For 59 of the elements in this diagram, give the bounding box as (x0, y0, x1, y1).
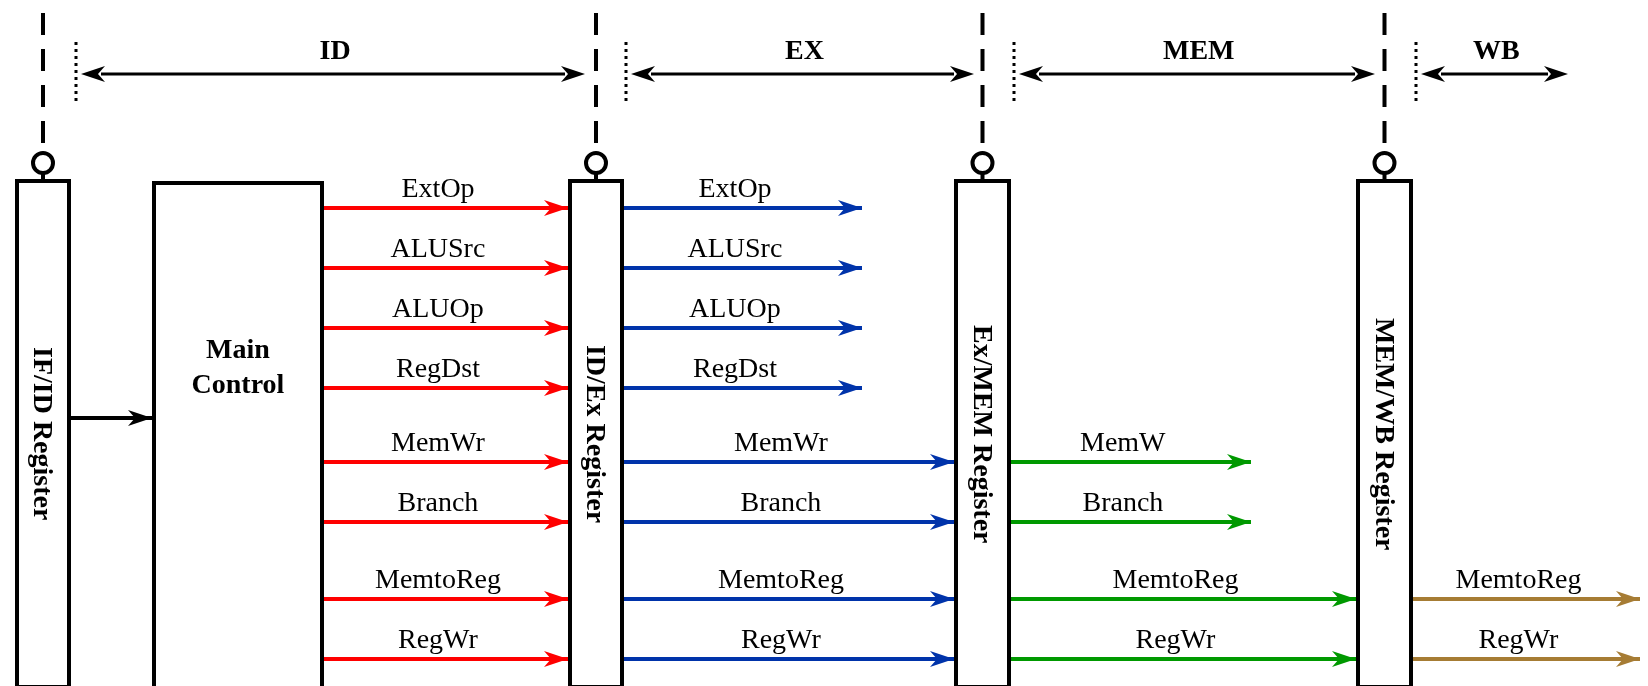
signal-label: MemWr (391, 428, 485, 456)
signal-label: ALUOp (392, 294, 484, 322)
signal-label: Branch (397, 488, 479, 516)
signal-arrow (324, 320, 568, 336)
signal-label: MemtoReg (1112, 565, 1239, 593)
control-unit-label: Main Control (190, 332, 286, 401)
register-box (1356, 179, 1413, 686)
signal-arrow (1413, 651, 1640, 667)
register-box (15, 179, 71, 686)
register-label: Ex/MEM Register (966, 324, 999, 544)
signal-label: RegDst (693, 354, 777, 382)
signal-arrow (1011, 454, 1251, 470)
signal-arrow (324, 260, 568, 276)
signal-arrow (1011, 514, 1251, 530)
signal-label: Branch (740, 488, 822, 516)
register-box (568, 179, 624, 686)
register-label: ID/Ex Register (580, 344, 612, 524)
signal-arrow (1413, 591, 1640, 607)
signal-label: ALUSrc (687, 234, 783, 262)
stage-label: WB (1473, 36, 1520, 64)
signal-arrow (624, 260, 862, 276)
signal-arrow (624, 454, 954, 470)
signal-arrow (324, 454, 568, 470)
signal-label: ExtOp (401, 174, 475, 202)
signal-label: RegDst (396, 354, 480, 382)
signal-arrow (324, 591, 568, 607)
control-unit-box (152, 181, 324, 686)
signal-arrow (324, 514, 568, 530)
signal-arrow (324, 380, 568, 396)
stage-label: MEM (1163, 36, 1235, 64)
signal-label: ALUOp (689, 294, 781, 322)
stage-label: EX (785, 36, 824, 64)
signal-label: RegWr (1478, 625, 1559, 653)
signal-label: Branch (1082, 488, 1164, 516)
signal-label: ALUSrc (390, 234, 486, 262)
register-label: MEM/WB Register (1368, 317, 1401, 551)
signal-label: MemWr (734, 428, 828, 456)
stage-label: ID (319, 36, 351, 64)
signal-label: RegWr (1135, 625, 1216, 653)
signal-arrow (1011, 651, 1356, 667)
signal-label: MemtoReg (1455, 565, 1582, 593)
signal-arrow (1011, 591, 1356, 607)
signal-label: RegWr (741, 625, 821, 653)
signal-arrow (324, 200, 568, 216)
signal-label: MemW (1080, 428, 1166, 456)
signal-arrow (624, 651, 954, 667)
signal-label: RegWr (398, 625, 478, 653)
signal-label: MemtoReg (375, 565, 501, 593)
signal-arrow (624, 200, 862, 216)
signal-label: ExtOp (698, 174, 772, 202)
signal-arrow (324, 651, 568, 667)
signal-arrow (71, 410, 152, 426)
signal-arrow (624, 514, 954, 530)
signal-arrow (624, 380, 862, 396)
register-label: IF/ID Register (27, 347, 59, 521)
signal-arrow (624, 591, 954, 607)
signal-label: MemtoReg (718, 565, 844, 593)
register-box (954, 179, 1011, 686)
signal-arrow (624, 320, 862, 336)
